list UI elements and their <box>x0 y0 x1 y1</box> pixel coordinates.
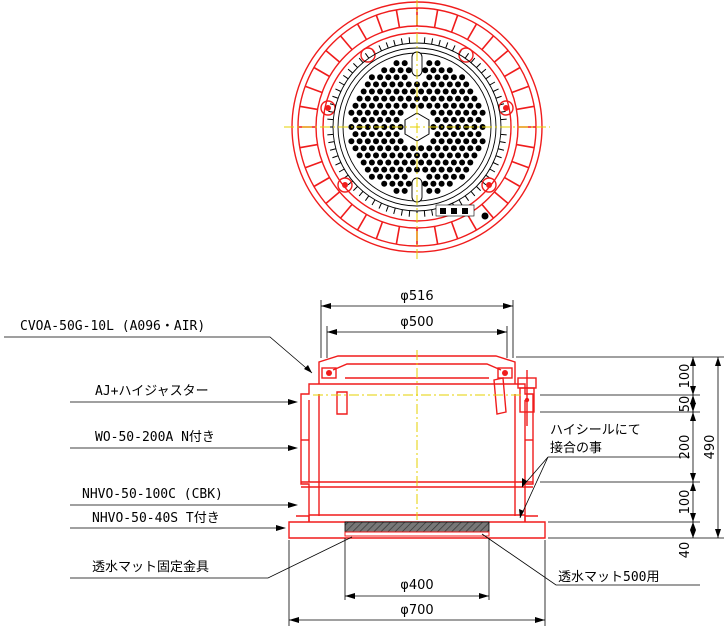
label-seal-line1: ハイシールにて <box>550 423 641 438</box>
cover-emblem <box>435 204 475 217</box>
dim-h-100-top: 100 <box>678 364 693 389</box>
label-bracket: 透水マット固定金具 <box>92 559 209 575</box>
label-mat: 透水マット500用 <box>558 570 659 585</box>
dim-h-200: 200 <box>678 435 693 460</box>
label-cover: CVOA-50G-10L (A096・AIR) <box>20 319 205 334</box>
dim-h-50: 50 <box>678 396 693 413</box>
frame-lugs <box>320 47 514 193</box>
dim-h-total: 490 <box>703 435 718 460</box>
dim-top-inner: φ500 <box>400 315 433 330</box>
label-base: NHVO-50-40S T付き <box>92 511 220 526</box>
cover-dot <box>481 212 489 220</box>
plan-view <box>284 0 550 262</box>
label-seal-line2: 接合の事 <box>550 440 602 456</box>
dim-h-40: 40 <box>678 542 693 559</box>
adjuster-bolt <box>517 370 537 426</box>
dimension-lines <box>288 300 724 626</box>
leader-lines <box>4 336 700 586</box>
frame-rib-pattern <box>298 8 536 246</box>
dim-top-outer: φ516 <box>400 289 433 304</box>
label-riser: NHVO-50-100C (CBK) <box>82 487 223 502</box>
label-adjuster: AJ+ハイジャスター <box>95 384 209 399</box>
leader-arrows <box>276 365 527 531</box>
section-view <box>288 350 546 539</box>
dimension-arrows <box>289 303 721 623</box>
label-body: WO-50-200A N付き <box>95 430 215 445</box>
dim-bottom-inner: φ400 <box>400 578 433 593</box>
permeable-mat <box>344 521 490 533</box>
dim-bottom-outer: φ700 <box>400 603 433 618</box>
dim-h-100-lower: 100 <box>678 490 693 515</box>
